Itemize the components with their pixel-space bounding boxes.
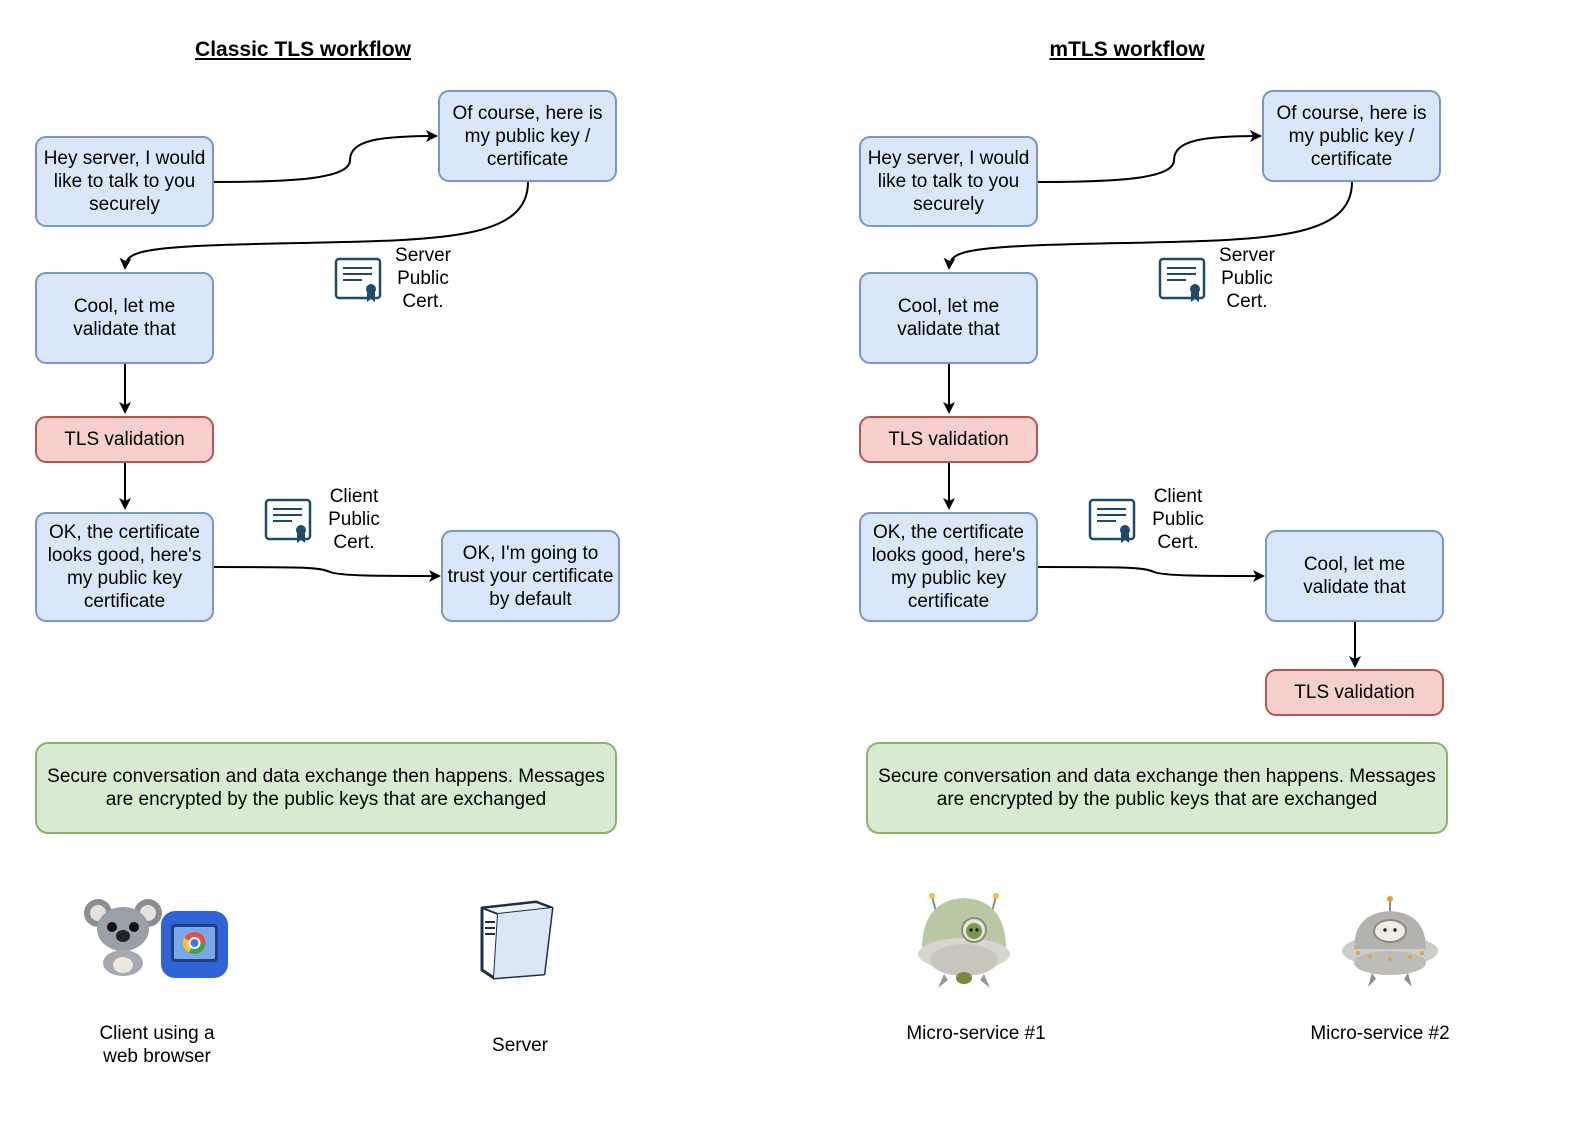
server-reply-box: Of course, here is my public key / certi…	[438, 90, 617, 182]
client-cert-label: Client Public Cert.	[328, 486, 380, 553]
server-trust-box: OK, I'm going to trust your certificate …	[441, 530, 620, 622]
client-hello-box-right: Hey server, I would like to talk to you …	[859, 136, 1038, 227]
certificate-icon	[334, 256, 382, 309]
server-validate-box: Cool, let me validate that	[1265, 530, 1444, 622]
left-title: Classic TLS workflow	[195, 38, 411, 61]
client-ok-box: OK, the certificate looks good, here's m…	[35, 512, 214, 622]
secure-conversation-box-right: Secure conversation and data exchange th…	[866, 742, 1448, 834]
actor-server-label: Server	[492, 1035, 548, 1056]
spaceship-green-icon	[914, 890, 1014, 997]
arrow-ok-to-server-validate	[1037, 566, 1265, 582]
server-icon	[474, 898, 556, 987]
certificate-icon	[1158, 256, 1206, 309]
arrow-reply-to-validate-right	[943, 181, 1353, 270]
tls-validation-box-right: TLS validation	[859, 416, 1038, 463]
certificate-icon	[264, 497, 312, 550]
koala-icon	[82, 893, 166, 982]
server-reply-box-right: Of course, here is my public key / certi…	[1262, 90, 1441, 182]
actor-ms2-label: Micro-service #2	[1310, 1023, 1450, 1044]
server-cert-label: Server Public Cert.	[395, 245, 451, 312]
browser-icon	[160, 910, 230, 987]
secure-conversation-box: Secure conversation and data exchange th…	[35, 742, 617, 834]
arrow-hello-to-reply	[213, 130, 438, 183]
client-cert-label-right: Client Public Cert.	[1152, 486, 1204, 553]
server-cert-label-right: Server Public Cert.	[1219, 245, 1275, 312]
actor-client-label: Client using a web browser	[99, 1023, 215, 1067]
client-validate-box: Cool, let me validate that	[35, 272, 214, 364]
client-ok-box-right: OK, the certificate looks good, here's m…	[859, 512, 1038, 622]
tls-validation-box: TLS validation	[35, 416, 214, 463]
right-title: mTLS workflow	[1049, 38, 1205, 61]
arrow-reply-to-validate	[119, 181, 529, 270]
spaceship-grey-icon	[1340, 895, 1440, 996]
certificate-icon	[1088, 497, 1136, 550]
actor-ms1-label: Micro-service #1	[906, 1023, 1046, 1044]
arrow-hello-to-reply-right	[1037, 130, 1262, 183]
client-hello-box: Hey server, I would like to talk to you …	[35, 136, 214, 227]
server-tls-validation-box: TLS validation	[1265, 669, 1444, 716]
client-validate-box-right: Cool, let me validate that	[859, 272, 1038, 364]
arrow-ok-to-trust	[213, 566, 441, 582]
